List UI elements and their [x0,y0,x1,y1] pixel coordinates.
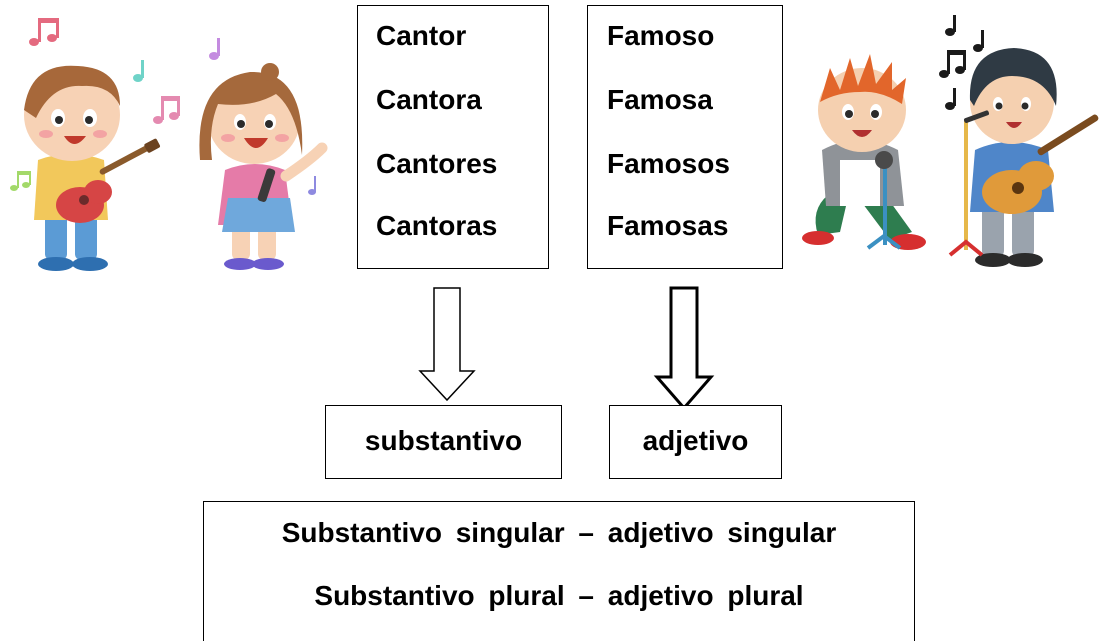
noun-label-box: substantivo [325,405,562,479]
adjective-word: Famoso [607,20,715,51]
adjective-label-box: adjetivo [609,405,782,479]
noun-label: substantivo [364,425,523,456]
music-note-icon [939,15,984,110]
agreement-rules-box: Substantivo singular – adjetivo singular… [203,501,915,641]
girl-singing [199,63,328,270]
adjective-word: Famosos [607,148,730,179]
music-note-icon [153,96,180,124]
arrow-down-icon [418,287,476,402]
adjective-word: Famosa [607,84,713,115]
noun-forms-box: Cantor Cantora Cantores Cantoras [357,5,549,269]
boy-playing-guitar [948,48,1099,267]
boys-singing-guitar-illustration [800,10,1119,275]
music-note-icon [308,176,316,195]
adjective-forms-box: Famoso Famosa Famosos Famosas [587,5,783,269]
rule-plural: Substantivo plural – adjetivo plural [314,580,804,611]
music-note-icon [209,38,220,60]
boy-singing-microphone [802,54,926,250]
music-note-icon [10,171,31,191]
boy-with-guitar [24,65,161,271]
adjective-word: Famosas [607,210,729,241]
noun-word: Cantora [376,84,482,115]
noun-word: Cantoras [376,210,498,241]
arrow-down-icon [653,286,715,411]
rule-singular: Substantivo singular – adjetivo singular [281,517,837,548]
music-note-icon [133,60,144,82]
noun-word: Cantores [376,148,498,179]
music-note-icon [29,18,59,46]
adjective-label: adjetivo [642,425,749,456]
noun-word: Cantor [376,20,467,51]
children-singing-illustration [0,10,340,275]
